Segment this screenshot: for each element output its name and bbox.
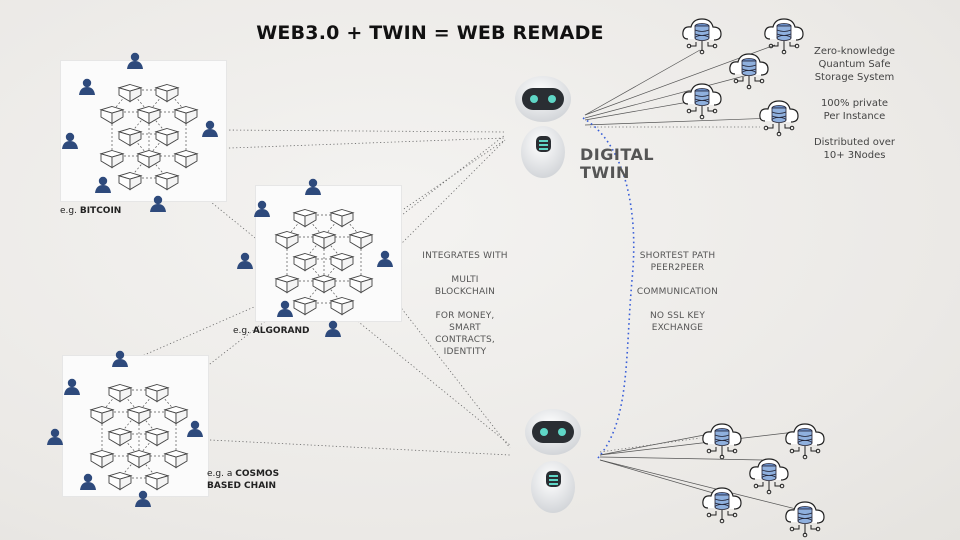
- cube-block-icon: [154, 128, 180, 147]
- person-icon: [62, 132, 78, 149]
- person-icon: [277, 300, 293, 317]
- digital-twin-label: DIGITAL TWIN: [580, 145, 655, 182]
- algorand-panel: [255, 185, 402, 322]
- link-cosmos-twin: [169, 134, 506, 396]
- algorand-blockchain-cluster: [237, 178, 393, 337]
- cloud-database-icon: [785, 423, 825, 460]
- person-icon: [112, 350, 128, 367]
- cube-block-icon: [89, 450, 115, 469]
- bitcoin-caption: e.g. BITCOIN: [60, 206, 122, 216]
- bitcoin-blockchain-cluster: [62, 52, 218, 212]
- cube-block-icon: [292, 209, 318, 228]
- algorand-caption: e.g. ALGORAND: [233, 326, 310, 336]
- storage-note: Zero-knowledge Quantum Safe Storage Syst…: [813, 46, 896, 161]
- cube-block-icon: [274, 231, 300, 250]
- cube-block-icon: [163, 406, 189, 425]
- person-icon: [64, 378, 80, 395]
- person-icon: [377, 250, 393, 267]
- cube-block-icon: [329, 297, 355, 316]
- integrates-note: INTEGRATES WITH MULTI BLOCKCHAIN FOR MON…: [422, 251, 508, 357]
- cube-block-icon: [107, 384, 133, 403]
- cloud-database-icon: [729, 53, 769, 90]
- cube-block-icon: [348, 275, 374, 294]
- cloud-database-icon: [702, 487, 742, 524]
- communication-note: SHORTEST PATH PEER2PEER COMMUNICATION NO…: [636, 251, 719, 333]
- cube-block-icon: [173, 106, 199, 125]
- cloud-database-icon: [785, 501, 825, 538]
- person-icon: [80, 473, 96, 490]
- cloud-database-icon: [764, 18, 804, 55]
- cube-block-icon: [274, 275, 300, 294]
- cloud-database-icon: [702, 423, 742, 460]
- cube-block-icon: [144, 384, 170, 403]
- cube-block-icon: [117, 172, 143, 191]
- cloud-database-icon: [759, 100, 799, 137]
- person-icon: [135, 490, 151, 507]
- cube-block-icon: [292, 297, 318, 316]
- person-icon: [95, 176, 111, 193]
- cosmos-blockchain-cluster: [47, 350, 203, 507]
- cube-block-icon: [117, 128, 143, 147]
- person-icon: [305, 178, 321, 195]
- cube-block-icon: [154, 172, 180, 191]
- cube-block-icon: [292, 253, 318, 272]
- cube-block-icon: [126, 406, 152, 425]
- cube-block-icon: [126, 450, 152, 469]
- person-icon: [254, 200, 270, 217]
- link-bitcoin-twin: [221, 129, 506, 133]
- cosmos-panel: [62, 355, 209, 497]
- cube-block-icon: [329, 253, 355, 272]
- person-icon: [79, 78, 95, 95]
- cube-block-icon: [144, 428, 170, 447]
- cube-block-icon: [154, 84, 180, 103]
- cube-block-icon: [136, 106, 162, 125]
- link-algorand-twin-2: [394, 139, 506, 251]
- cube-block-icon: [99, 150, 125, 169]
- cube-block-icon: [311, 275, 337, 294]
- cube-block-icon: [163, 450, 189, 469]
- cube-block-icon: [99, 106, 125, 125]
- cube-block-icon: [107, 428, 133, 447]
- cosmos-caption: e.g. a COSMOS BASED CHAIN: [207, 469, 280, 491]
- person-icon: [202, 120, 218, 137]
- cloud-database-icon: [749, 458, 789, 495]
- link-algorand-cosmos: [109, 299, 271, 371]
- cube-block-icon: [173, 150, 199, 169]
- person-icon: [127, 52, 143, 69]
- cube-block-icon: [107, 472, 133, 491]
- person-icon: [237, 252, 253, 269]
- cloud-database-icon: [682, 83, 722, 120]
- digital-twin-robot-icon-bottom: [525, 409, 581, 513]
- link-algorand-twin-bottom: [394, 299, 511, 449]
- cube-block-icon: [117, 84, 143, 103]
- cube-block-icon: [89, 406, 115, 425]
- cube-block-icon: [348, 231, 374, 250]
- person-icon: [325, 320, 341, 337]
- digital-twin-robot-icon: [515, 76, 571, 178]
- link-cosmos-twin-bottom: [209, 439, 511, 456]
- person-icon: [47, 428, 63, 445]
- cube-block-icon: [329, 209, 355, 228]
- person-icon: [187, 420, 203, 437]
- link-algorand-twin: [394, 139, 506, 216]
- cube-block-icon: [311, 231, 337, 250]
- cube-block-icon: [136, 150, 162, 169]
- cube-block-icon: [144, 472, 170, 491]
- cloud-database-icon: [682, 18, 722, 55]
- person-icon: [150, 195, 166, 212]
- link-bitcoin-twin-2: [174, 137, 506, 151]
- page-title: WEB3.0 + TWIN = WEB REMADE: [256, 22, 604, 44]
